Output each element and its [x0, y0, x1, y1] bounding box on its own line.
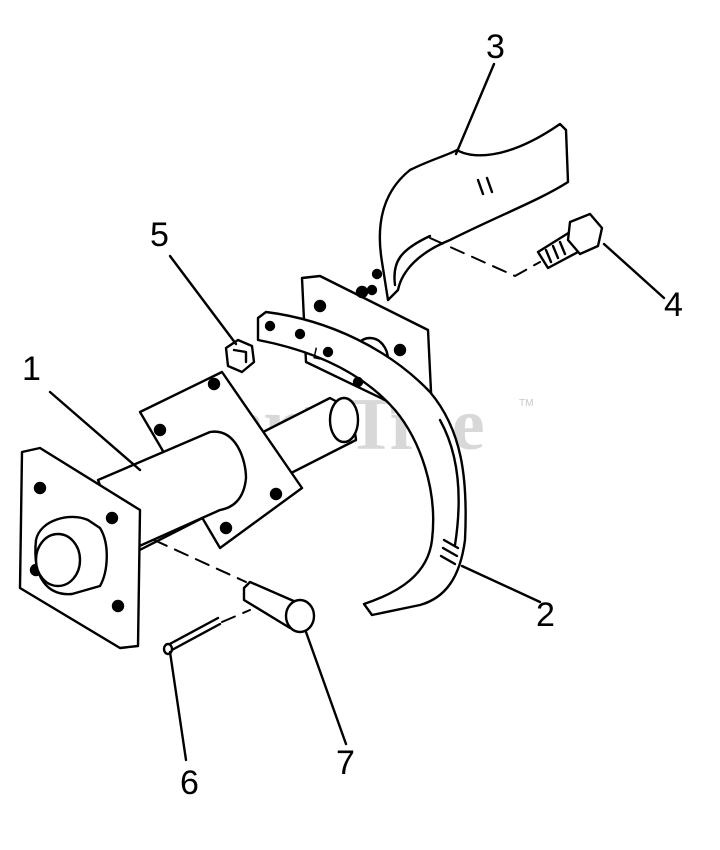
part-3-tine: [366, 122, 570, 302]
left-mounting-plate: [18, 446, 142, 650]
part-2-tine: [256, 310, 467, 617]
callout-7: 7: [336, 744, 355, 782]
part-4-bolt: [536, 212, 604, 270]
callout-3: 3: [486, 28, 505, 66]
part-7-pin: [242, 580, 316, 634]
callout-2: 2: [536, 596, 555, 634]
part-6-cotter-pin: [162, 616, 222, 656]
callout-6: 6: [180, 764, 199, 802]
leader-lines: [48, 62, 666, 762]
callout-5: 5: [150, 216, 169, 254]
bracket-l-mark: L: [311, 345, 323, 363]
assembly-dashed-lines: [153, 237, 541, 623]
callout-4: 4: [664, 286, 683, 324]
watermark-trademark: TM: [519, 398, 534, 409]
callout-1: 1: [22, 350, 41, 388]
part-5-nut: [224, 338, 256, 374]
